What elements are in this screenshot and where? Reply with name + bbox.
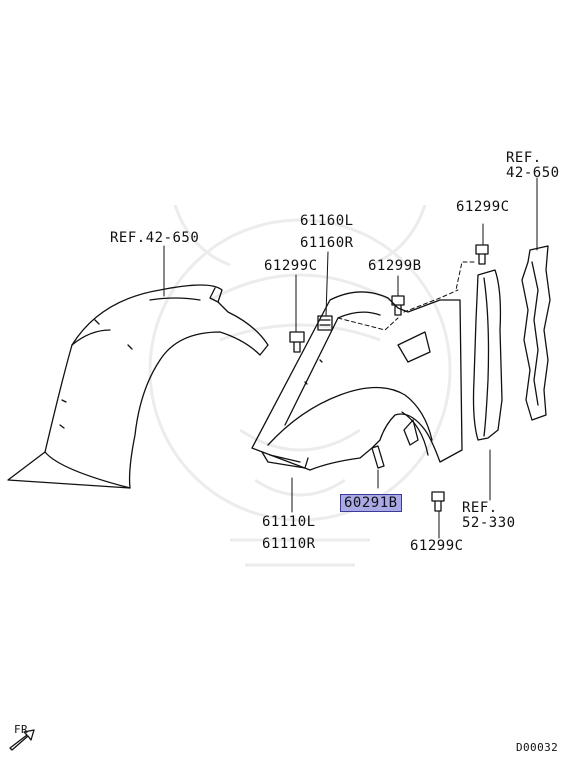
- part-61299c-top-label: 61299C: [456, 199, 510, 215]
- inner-fender-liner: [7, 284, 269, 489]
- bolt-61299b: [391, 295, 405, 316]
- ref-42650-top-label-b: 42-650: [506, 165, 560, 181]
- leader-lines: [163, 177, 538, 539]
- part-61160r-label: 61160R: [300, 235, 354, 251]
- part-61160l-label: 61160L: [300, 213, 354, 229]
- part-60291b-highlighted-label[interactable]: 60291B: [340, 494, 402, 512]
- part-61299b-label: 61299B: [368, 258, 422, 274]
- bolt-61299c-bottom: [431, 491, 445, 512]
- fr-direction-label: FR: [14, 723, 29, 736]
- side-liner-panel: [472, 269, 503, 441]
- diagram-code: D00032: [516, 741, 559, 754]
- ref-52330-label-a: REF.: [462, 500, 498, 516]
- ref-42650-top-label-a: REF.: [506, 150, 542, 166]
- part-61299c-bottom-label: 61299C: [410, 538, 464, 554]
- bolt-60291b: [371, 445, 385, 469]
- front-fender-panel: [251, 291, 463, 471]
- bolt-61299c-mid: [289, 331, 305, 353]
- part-61110l-label: 61110L: [262, 514, 316, 530]
- fr-arrow-icon: [9, 729, 35, 751]
- clip-61160: [317, 315, 333, 331]
- ref-42650-strip: [521, 245, 551, 421]
- ref-42650-left-label: REF.42-650: [110, 230, 200, 246]
- part-61110r-label: 61110R: [262, 536, 316, 552]
- ref-52330-label-b: 52-330: [462, 515, 516, 531]
- watermark-emblem: [148, 204, 452, 567]
- part-61299c-mid-label: 61299C: [264, 258, 318, 274]
- bolt-61299c-top: [475, 244, 489, 265]
